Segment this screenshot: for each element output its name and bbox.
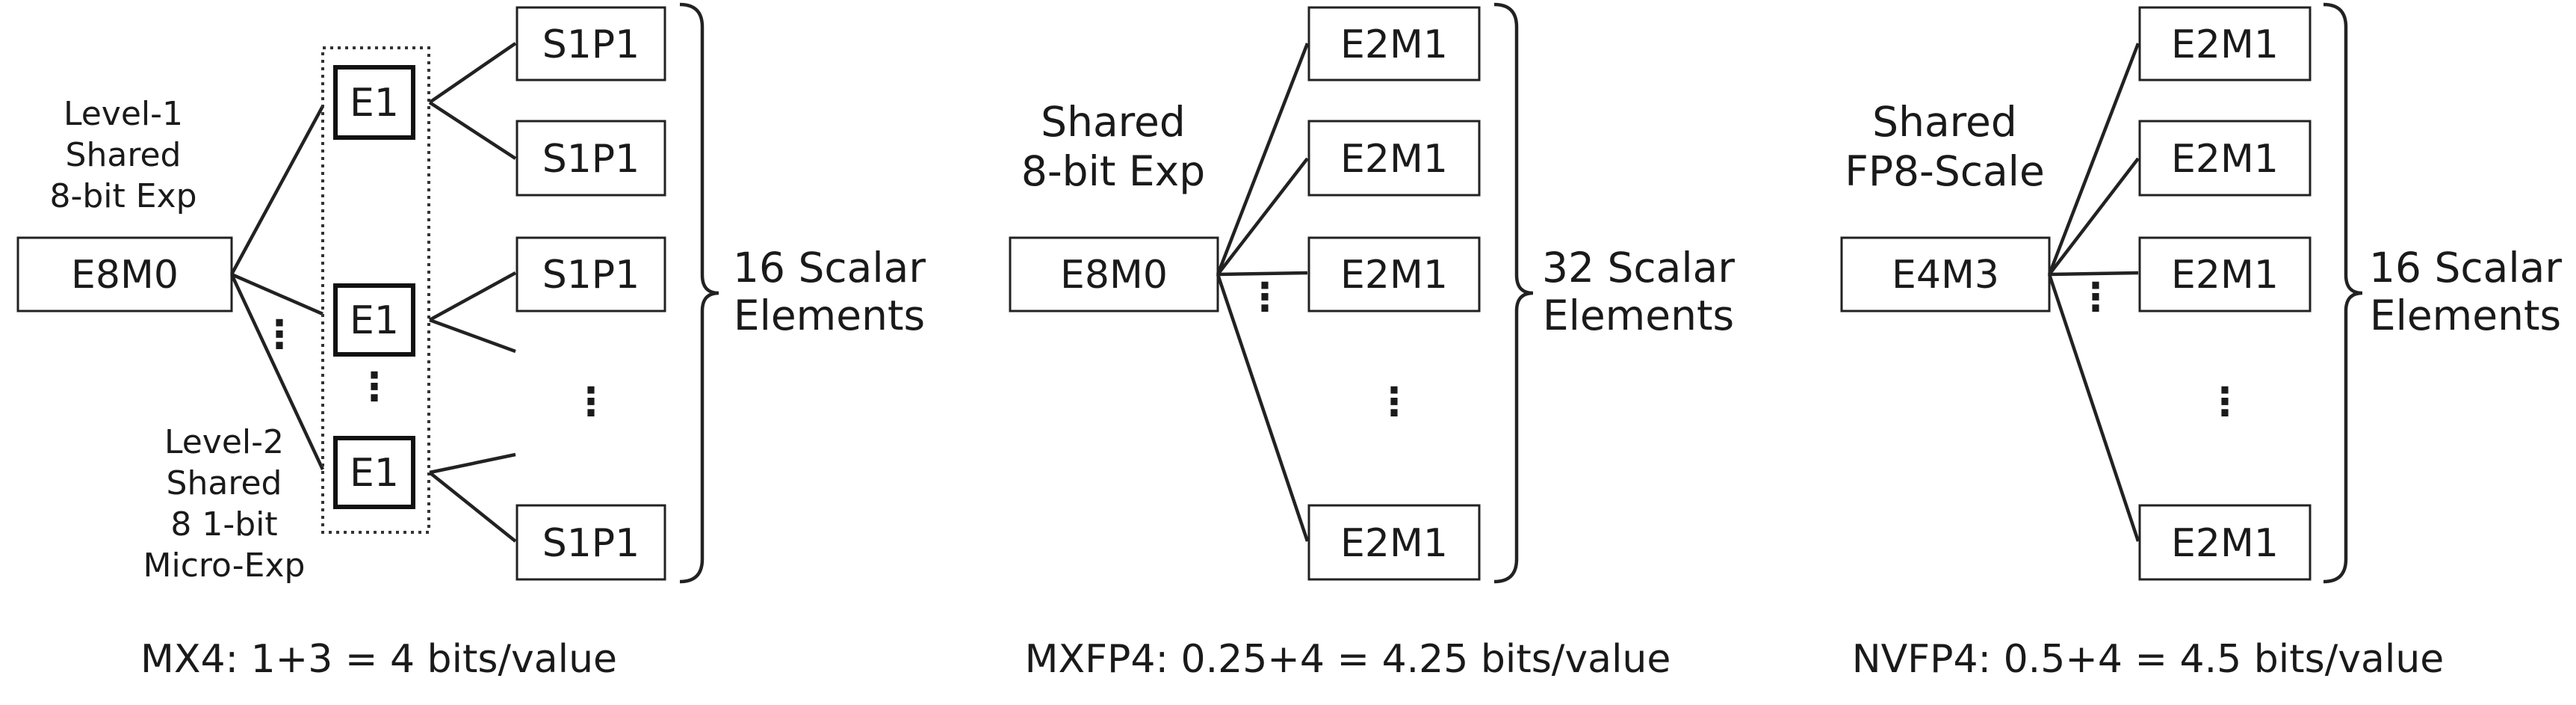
root-ellipsis: ⋮ xyxy=(260,313,299,357)
group-label-line2: Elements xyxy=(734,292,925,339)
group-label-line2: Elements xyxy=(2370,292,2561,339)
level2-label-line4: Micro-Exp xyxy=(143,547,306,585)
element-label-3: E2M1 xyxy=(1340,253,1448,298)
link-root-elem-1 xyxy=(2047,43,2140,275)
link-root-elem-2 xyxy=(1216,157,1309,276)
element-box-2 xyxy=(515,120,666,197)
micro-exp-box-1 xyxy=(333,65,415,140)
group-label-line1: 32 Scalar xyxy=(1542,244,1735,292)
panel-mx4: Level-1 Shared 8-bit Exp E8M0 ⋮ E1 E1 ⋮ … xyxy=(16,2,926,682)
link-e1-elem-5 xyxy=(429,452,516,475)
link-root-elem-3 xyxy=(1217,271,1308,277)
panel-nvfp4: Shared FP8-Scale E4M3 ⋮ E2M1 E2M1 E2M1 ⋮… xyxy=(1840,2,2562,682)
level2-label-line3: 8 1-bit xyxy=(170,505,277,544)
element-box-3 xyxy=(515,236,666,313)
level2-label-line2: Shared xyxy=(167,464,282,502)
link-e1-elem-3 xyxy=(428,271,517,321)
link-root-elem-3 xyxy=(2049,271,2139,277)
link-root-elem-2 xyxy=(2048,157,2140,276)
micro-exp-box-3 xyxy=(333,436,415,509)
shared-label-line2: 8-bit Exp xyxy=(1021,147,1205,195)
shared-label-line2: FP8-Scale xyxy=(1845,147,2045,195)
element-label-1: E2M1 xyxy=(2171,22,2279,67)
element-box-2 xyxy=(2138,120,2312,197)
link-e1-elem-2 xyxy=(428,101,517,160)
group-label-line1: 16 Scalar xyxy=(733,244,926,292)
panel-mxfp4: Shared 8-bit Exp E8M0 ⋮ E2M1 E2M1 E2M1 ⋮… xyxy=(1009,2,1735,682)
element-ellipsis: ⋮ xyxy=(1375,380,1414,425)
group-brace xyxy=(1493,2,1534,584)
level1-label-line1: Level-1 xyxy=(64,95,183,133)
link-root-e1-top xyxy=(230,105,324,276)
micro-exp-group xyxy=(321,46,430,534)
root-ellipsis: ⋮ xyxy=(1245,275,1284,320)
root-ellipsis: ⋮ xyxy=(2076,275,2115,320)
element-label-3: E2M1 xyxy=(2171,253,2279,298)
link-root-elem-4 xyxy=(2047,274,2140,542)
caption: MXFP4: 0.25+4 = 4.25 bits/value xyxy=(1025,637,1671,682)
element-box-2 xyxy=(1307,120,1481,197)
link-e1-elem-6 xyxy=(428,471,517,543)
element-box-1 xyxy=(1307,6,1481,81)
micro-exp-label-2: E1 xyxy=(350,298,399,343)
shared-label-line1: Shared xyxy=(1041,98,1186,146)
shared-exp-box-label: E8M0 xyxy=(71,253,179,298)
element-box-4 xyxy=(515,504,666,581)
level1-label-line3: 8-bit Exp xyxy=(49,177,196,215)
element-ellipsis: ⋮ xyxy=(2205,380,2244,425)
element-box-3 xyxy=(2138,236,2312,313)
shared-exp-box-label: E8M0 xyxy=(1060,253,1168,298)
shared-exp-box xyxy=(1009,236,1219,313)
group-label-line2: Elements xyxy=(1543,292,1734,339)
element-label-2: E2M1 xyxy=(1340,137,1448,182)
shared-label-line1: Shared xyxy=(1872,98,2017,146)
element-box-3 xyxy=(1307,236,1481,313)
level2-label-line1: Level-2 xyxy=(164,423,284,461)
link-root-e1-mid xyxy=(231,272,323,316)
element-box-4 xyxy=(1307,504,1481,581)
micro-exp-box-2 xyxy=(333,283,415,357)
element-label-1: E2M1 xyxy=(1340,22,1448,67)
micro-exp-label-3: E1 xyxy=(350,451,399,496)
shared-scale-box-label: E4M3 xyxy=(1892,253,1999,298)
link-root-elem-1 xyxy=(1216,43,1310,275)
element-label-3: S1P1 xyxy=(542,253,640,298)
link-root-elem-4 xyxy=(1216,274,1310,542)
element-label-4: E2M1 xyxy=(1340,521,1448,566)
element-label-1: S1P1 xyxy=(542,22,640,67)
element-box-4 xyxy=(2138,504,2312,581)
element-box-1 xyxy=(515,6,666,81)
caption: MX4: 1+3 = 4 bits/value xyxy=(140,637,617,682)
caption: NVFP4: 0.5+4 = 4.5 bits/value xyxy=(1852,637,2445,682)
link-e1-elem-1 xyxy=(428,42,517,104)
group-brace xyxy=(679,2,719,584)
level1-label-line2: Shared xyxy=(66,136,182,174)
link-root-e1-bottom xyxy=(229,274,325,470)
element-label-2: E2M1 xyxy=(2171,137,2279,182)
group-label-line1: 16 Scalar xyxy=(2369,244,2562,292)
group-brace xyxy=(2323,2,2363,584)
shared-exp-box xyxy=(16,236,233,313)
micro-exp-ellipsis: ⋮ xyxy=(355,365,394,410)
element-box-1 xyxy=(2138,6,2312,81)
element-ellipsis: ⋮ xyxy=(572,380,610,425)
shared-scale-box xyxy=(1840,236,2051,313)
element-label-4: E2M1 xyxy=(2171,521,2279,566)
element-label-2: S1P1 xyxy=(542,137,640,182)
link-e1-elem-4 xyxy=(429,318,516,354)
micro-exp-label-1: E1 xyxy=(350,81,399,126)
element-label-4: S1P1 xyxy=(542,521,640,566)
